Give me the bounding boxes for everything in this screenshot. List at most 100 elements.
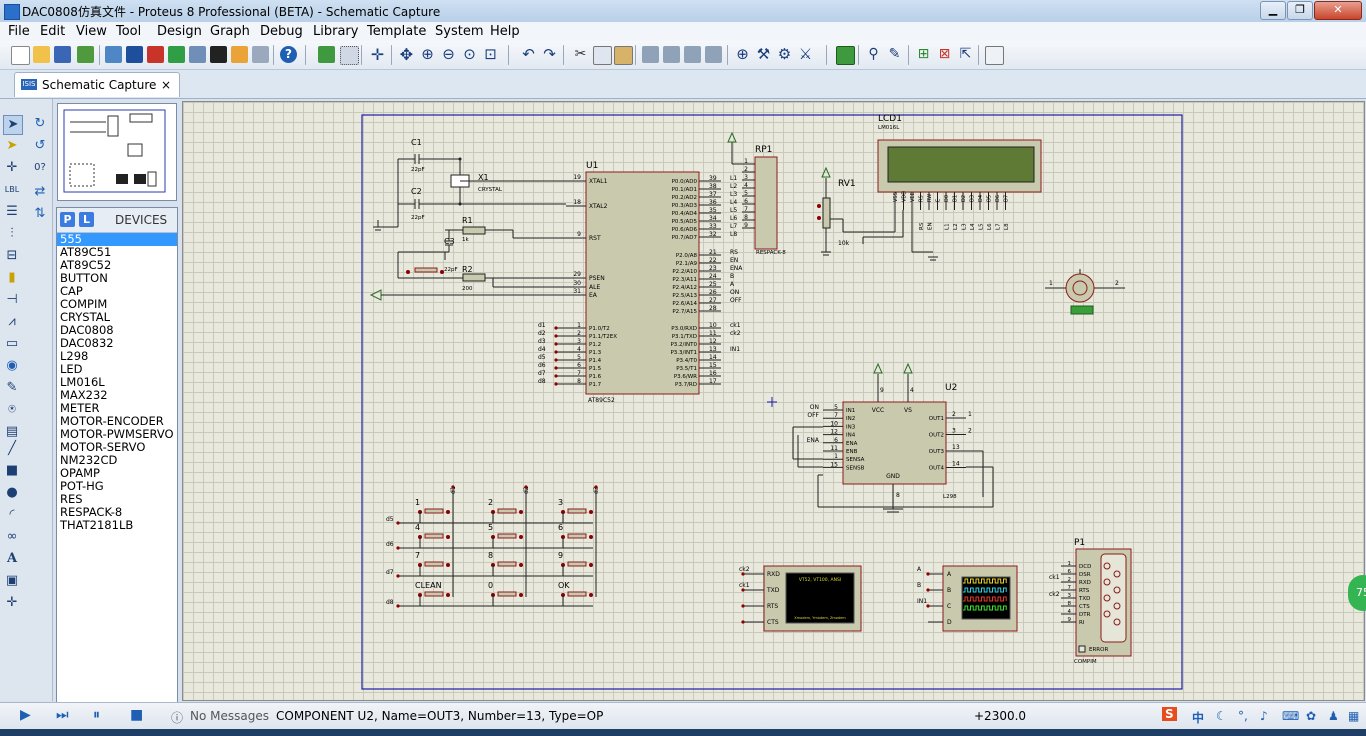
- device-item[interactable]: COMPIM: [60, 297, 108, 311]
- device-item[interactable]: MAX232: [60, 388, 108, 402]
- maximize-button[interactable]: ❐: [1287, 1, 1313, 20]
- overview-window[interactable]: [57, 103, 177, 201]
- save-icon[interactable]: [54, 46, 71, 63]
- ime-mode-icon[interactable]: 中: [1192, 711, 1205, 725]
- device-item[interactable]: CAP: [60, 284, 83, 298]
- buses-icon[interactable]: ⫶: [10, 226, 14, 241]
- ime-shirt-icon[interactable]: ♟: [1328, 709, 1339, 723]
- grid-icon[interactable]: [340, 46, 359, 65]
- undo-icon[interactable]: ↶: [522, 45, 535, 63]
- device-item[interactable]: RESPACK-8: [60, 505, 123, 519]
- redo-icon[interactable]: ↷: [543, 45, 556, 63]
- home-icon[interactable]: [105, 46, 122, 63]
- junction-dot-icon[interactable]: ✛: [6, 160, 18, 175]
- device-item[interactable]: DAC0808: [60, 323, 114, 337]
- cut-icon[interactable]: ✂: [574, 46, 587, 62]
- make-device-icon[interactable]: ⚒: [756, 45, 771, 63]
- device-item[interactable]: MOTOR-PWMSERVO: [60, 427, 174, 441]
- stop-icon[interactable]: ■: [130, 707, 144, 723]
- import-icon[interactable]: [77, 46, 94, 63]
- device-item[interactable]: LED: [60, 362, 83, 376]
- copy-icon[interactable]: [593, 46, 612, 65]
- device-item[interactable]: CRYSTAL: [60, 310, 111, 324]
- mirror-vertical-icon[interactable]: ⇅: [34, 206, 46, 221]
- menu-graph[interactable]: Graph: [210, 24, 250, 39]
- voltage-probe-icon[interactable]: ✎: [6, 380, 18, 395]
- device-item[interactable]: AT89C52: [60, 258, 112, 272]
- zoom-area-icon[interactable]: ⊡: [484, 45, 497, 63]
- refresh-icon[interactable]: [318, 46, 335, 63]
- exit-to-parent-icon[interactable]: ⇱: [959, 46, 972, 62]
- pick-device-icon[interactable]: ⊕: [736, 45, 749, 63]
- mirror-horizontal-icon[interactable]: ⇄: [34, 184, 46, 199]
- zoom-in-icon[interactable]: ⊕: [421, 45, 434, 63]
- device-pins-icon[interactable]: ⊣: [6, 292, 18, 307]
- minimize-button[interactable]: ▁: [1260, 1, 1286, 20]
- device-item[interactable]: LM016L: [60, 375, 105, 389]
- new-sheet-icon[interactable]: ⊞: [917, 46, 930, 62]
- design-explorer-icon[interactable]: [985, 46, 1004, 65]
- zoom-out-icon[interactable]: ⊖: [442, 45, 455, 63]
- gerber-icon[interactable]: [168, 46, 185, 63]
- packaging-tool-icon[interactable]: ⚙: [777, 45, 792, 63]
- schematic-drawing[interactable]: U1AT89C5219XTAL118XTAL29RST29PSEN30ALE31…: [183, 102, 1364, 700]
- text-script-icon[interactable]: ☰: [6, 204, 18, 219]
- line-icon[interactable]: ╱: [8, 441, 16, 456]
- close-button[interactable]: ✕: [1314, 1, 1362, 20]
- property-assignment-icon[interactable]: ✎: [888, 46, 901, 62]
- device-item[interactable]: POT-HG: [60, 479, 104, 493]
- ime-skin-icon[interactable]: ✿: [1306, 709, 1317, 723]
- virtual-instruments-icon[interactable]: ▤: [5, 424, 19, 439]
- pcb-icon[interactable]: [147, 46, 164, 63]
- device-item[interactable]: METER: [60, 401, 100, 415]
- selection-mode-icon[interactable]: ➤: [3, 115, 23, 135]
- current-probe-icon[interactable]: ⍟: [8, 402, 16, 417]
- decompose-icon[interactable]: ⚔: [798, 45, 813, 63]
- component-mode-icon[interactable]: ➤: [6, 138, 18, 153]
- wire-autorouter-icon[interactable]: [836, 46, 855, 65]
- menu-template[interactable]: Template: [367, 24, 427, 39]
- pick-devices-button[interactable]: P: [60, 212, 75, 227]
- step-icon[interactable]: ⏭: [56, 707, 69, 723]
- play-icon[interactable]: ▶: [20, 707, 31, 723]
- pan-icon[interactable]: ✥: [399, 45, 414, 64]
- device-item[interactable]: DAC0832: [60, 336, 114, 350]
- block-delete-icon[interactable]: [705, 46, 722, 63]
- text-icon[interactable]: A: [6, 551, 18, 566]
- open-folder-icon[interactable]: [33, 46, 50, 63]
- menu-help[interactable]: Help: [490, 24, 520, 39]
- block-rotate-icon[interactable]: [684, 46, 701, 63]
- help-icon[interactable]: ?: [280, 46, 297, 63]
- device-item[interactable]: RES: [60, 492, 83, 506]
- source-code-icon[interactable]: [231, 46, 248, 63]
- tab-close-icon[interactable]: ×: [160, 78, 171, 92]
- message-count[interactable]: No Messages: [190, 709, 269, 723]
- terminals-icon[interactable]: ▮: [8, 270, 16, 285]
- rotate-ccw-icon[interactable]: ↺: [34, 138, 46, 153]
- tape-recorder-icon[interactable]: ▭: [5, 336, 19, 351]
- tab-schematic-capture[interactable]: ISIS Schematic Capture ×: [14, 72, 180, 97]
- menu-library[interactable]: Library: [313, 24, 359, 39]
- wire-label-icon[interactable]: LBL: [4, 185, 20, 194]
- menu-tool[interactable]: Tool: [116, 24, 142, 39]
- device-item[interactable]: NM232CD: [60, 453, 118, 467]
- origin-icon[interactable]: ✛: [370, 45, 385, 64]
- rotate-cw-icon[interactable]: ↻: [34, 116, 46, 131]
- menu-edit[interactable]: Edit: [40, 24, 66, 39]
- path-icon[interactable]: ∞: [6, 529, 18, 544]
- menu-file[interactable]: File: [8, 24, 30, 39]
- menu-debug[interactable]: Debug: [260, 24, 303, 39]
- schematic-icon[interactable]: [126, 46, 143, 63]
- device-item[interactable]: L298: [60, 349, 89, 363]
- device-item[interactable]: MOTOR-ENCODER: [60, 414, 164, 428]
- ime-logo-icon[interactable]: S: [1162, 707, 1177, 721]
- paste-icon[interactable]: [614, 46, 633, 65]
- bom-icon[interactable]: [210, 46, 227, 63]
- device-item[interactable]: MOTOR-SERVO: [60, 440, 146, 454]
- box-icon[interactable]: ■: [5, 463, 19, 478]
- graph-icon[interactable]: ⩘: [8, 314, 16, 329]
- rotation-angle-field[interactable]: 0?: [34, 162, 46, 173]
- remove-sheet-icon[interactable]: ⊠: [938, 46, 951, 62]
- new-file-icon[interactable]: [11, 46, 30, 65]
